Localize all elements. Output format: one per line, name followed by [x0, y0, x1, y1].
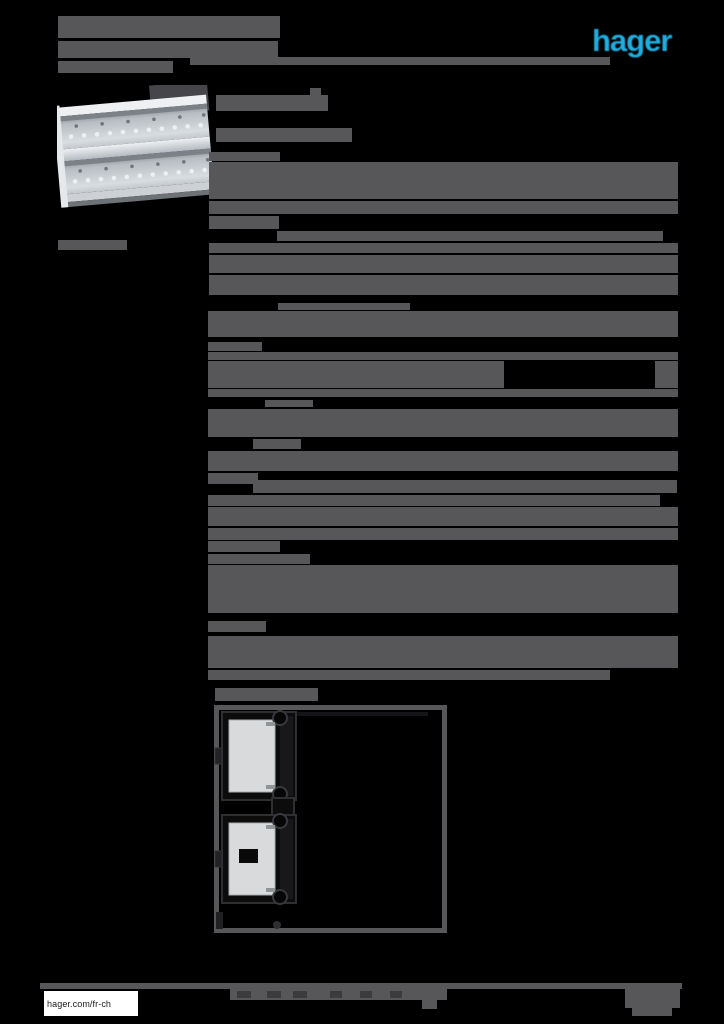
redacted-text-line — [265, 400, 313, 407]
redacted-text-line — [422, 1000, 437, 1009]
redacted-text-line — [209, 255, 678, 273]
redacted-text-line — [58, 16, 280, 38]
product-photo — [57, 85, 215, 208]
redacted-text-line — [208, 389, 678, 397]
redacted-text-line — [208, 565, 678, 613]
redacted-text-line — [190, 57, 610, 65]
redacted-text-line — [208, 451, 678, 471]
redacted-text-line — [330, 991, 342, 998]
redacted-text-line — [58, 240, 127, 250]
redacted-text-line — [208, 361, 504, 388]
dimension-drawing-frame — [214, 705, 447, 933]
redacted-text-line — [208, 409, 678, 437]
redacted-text-line — [209, 152, 280, 161]
redacted-text-line — [277, 231, 663, 241]
redacted-text-line — [208, 342, 262, 351]
redacted-text-line — [208, 554, 310, 564]
redacted-text-line — [293, 991, 307, 998]
lower-compartment — [214, 813, 297, 905]
redacted-text-line — [208, 528, 678, 540]
redacted-text-line — [253, 439, 301, 449]
redacted-text-line — [208, 670, 610, 680]
redacted-text-line — [216, 128, 352, 142]
redacted-text-line — [625, 988, 680, 1008]
hager-logo: hager — [592, 23, 672, 58]
perforation-holes-light — [68, 122, 207, 184]
redacted-text-line — [208, 473, 258, 484]
redacted-text-line — [215, 688, 318, 701]
redacted-text-line — [310, 88, 321, 95]
redacted-text-line — [390, 991, 402, 998]
redacted-text-line — [208, 541, 280, 552]
redacted-text-line — [58, 61, 173, 73]
redacted-text-line — [209, 201, 678, 214]
footer-rule — [40, 983, 682, 989]
perforation-holes-dark — [74, 113, 210, 173]
redacted-text-line — [230, 989, 447, 1000]
redacted-text-line — [655, 361, 678, 388]
redacted-text-line — [632, 1008, 672, 1016]
redacted-text-line — [237, 991, 251, 998]
redacted-text-line — [209, 275, 678, 295]
redacted-text-line — [209, 162, 678, 199]
redacted-text-line — [253, 480, 677, 493]
footer-site-link[interactable]: hager.com/fr-ch — [47, 998, 112, 1009]
redacted-text-line — [208, 621, 266, 632]
redacted-text-line — [58, 41, 278, 58]
redacted-text-line — [208, 495, 660, 506]
redacted-text-line — [209, 243, 678, 253]
trunking-profile-graphic — [57, 85, 215, 208]
trunking-cross-section-drawing — [214, 710, 428, 929]
upper-compartment — [214, 710, 297, 802]
redacted-text-line — [360, 991, 372, 998]
redacted-text-line — [216, 95, 328, 111]
redacted-text-line — [208, 352, 678, 360]
redacted-text-line — [208, 311, 678, 337]
redacted-text-line — [267, 991, 281, 998]
redacted-text-line — [209, 216, 279, 229]
redacted-text-line — [208, 507, 678, 526]
redacted-text-line — [278, 303, 410, 310]
footer-site-box: hager.com/fr-ch — [44, 991, 138, 1016]
redacted-text-line — [208, 636, 678, 668]
